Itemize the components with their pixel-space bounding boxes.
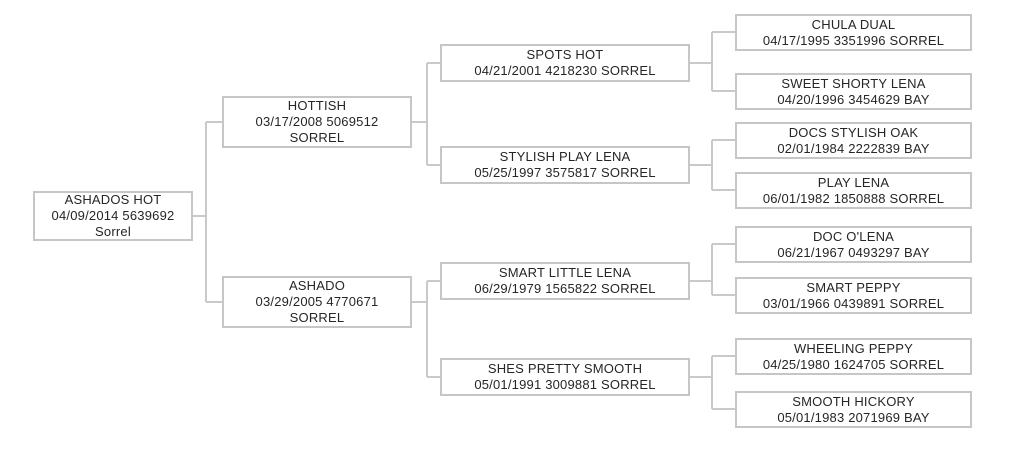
horse-name: CHULA DUAL [811, 16, 896, 32]
horse-name: PLAY LENA [817, 174, 890, 190]
horse-name: SHES PRETTY SMOOTH [487, 361, 643, 376]
horse-details: 05/25/1997 3575817 SORREL [474, 165, 656, 180]
pedigree-box-smooth-hickory: SMOOTH HICKORY 05/01/1983 2071969 BAY [735, 391, 972, 428]
horse-name: DOCS STYLISH OAK [788, 124, 919, 140]
pedigree-box-doc-olena: DOC O'LENA 06/21/1967 0493297 BAY [735, 226, 972, 263]
horse-details: 03/29/2005 4770671 [255, 294, 379, 309]
horse-color: SORREL [289, 130, 345, 145]
horse-details: 03/01/1966 0439891 SORREL [762, 295, 945, 311]
pedigree-box-hottish: HOTTISH 03/17/2008 5069512 SORREL [222, 96, 412, 148]
horse-details: 04/09/2014 5639692 [51, 208, 175, 223]
pedigree-box-wheeling-peppy: WHEELING PEPPY 04/25/1980 1624705 SORREL [735, 338, 972, 375]
pedigree-box-spots-hot: SPOTS HOT 04/21/2001 4218230 SORREL [440, 44, 690, 82]
pedigree-box-stylish-play-lena: STYLISH PLAY LENA 05/25/1997 3575817 SOR… [440, 146, 690, 184]
horse-details: 02/01/1984 2222839 BAY [777, 140, 930, 156]
pedigree-box-shes-pretty-smooth: SHES PRETTY SMOOTH 05/01/1991 3009881 SO… [440, 358, 690, 396]
horse-details: 03/17/2008 5069512 [255, 114, 379, 129]
horse-color: SORREL [289, 310, 345, 325]
horse-name: SWEET SHORTY LENA [781, 75, 926, 91]
horse-details: 04/17/1995 3351996 SORREL [762, 32, 945, 48]
pedigree-box-chula-dual: CHULA DUAL 04/17/1995 3351996 SORREL [735, 14, 972, 51]
pedigree-box-smart-peppy: SMART PEPPY 03/01/1966 0439891 SORREL [735, 277, 972, 314]
horse-name: SMART PEPPY [806, 279, 901, 295]
pedigree-box-ashados-hot: ASHADOS HOT 04/09/2014 5639692 Sorrel [33, 191, 193, 241]
horse-name: SPOTS HOT [526, 47, 604, 62]
horse-details: 06/01/1982 1850888 SORREL [762, 190, 945, 206]
pedigree-box-docs-stylish-oak: DOCS STYLISH OAK 02/01/1984 2222839 BAY [735, 122, 972, 159]
horse-details: 06/21/1967 0493297 BAY [777, 244, 930, 260]
horse-details: 04/25/1980 1624705 SORREL [762, 356, 945, 372]
horse-details: 04/21/2001 4218230 SORREL [474, 63, 656, 78]
horse-name: SMART LITTLE LENA [498, 265, 632, 280]
horse-details: 06/29/1979 1565822 SORREL [474, 281, 656, 296]
horse-color: Sorrel [95, 224, 131, 239]
pedigree-box-play-lena: PLAY LENA 06/01/1982 1850888 SORREL [735, 172, 972, 209]
pedigree-box-sweet-shorty-lena: SWEET SHORTY LENA 04/20/1996 3454629 BAY [735, 73, 972, 110]
horse-name: SMOOTH HICKORY [792, 393, 915, 409]
horse-details: 05/01/1991 3009881 SORREL [474, 377, 656, 392]
horse-details: 04/20/1996 3454629 BAY [777, 91, 930, 107]
horse-name: HOTTISH [287, 98, 347, 113]
horse-name: WHEELING PEPPY [793, 340, 914, 356]
horse-details: 05/01/1983 2071969 BAY [777, 409, 930, 425]
horse-name: DOC O'LENA [812, 228, 895, 244]
horse-name: ASHADOS HOT [64, 192, 162, 207]
horse-name: STYLISH PLAY LENA [499, 149, 631, 164]
pedigree-box-smart-little-lena: SMART LITTLE LENA 06/29/1979 1565822 SOR… [440, 262, 690, 300]
pedigree-box-ashado: ASHADO 03/29/2005 4770671 SORREL [222, 276, 412, 328]
horse-name: ASHADO [288, 278, 346, 293]
